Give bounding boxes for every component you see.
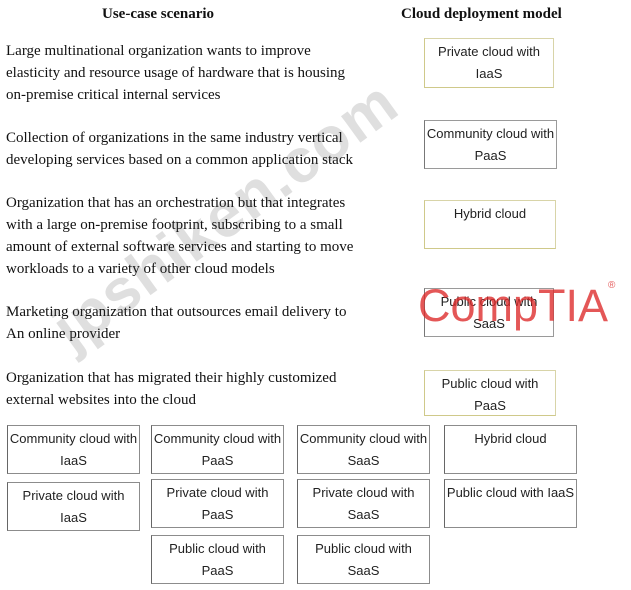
scenario-text-2: Collection of organizations in the same … (6, 130, 353, 168)
scenario-text-5: Organization that has migrated their hig… (6, 370, 337, 408)
option-tile[interactable]: Private cloud with IaaS (7, 482, 140, 531)
option-tile-label: Public cloud with IaaS (446, 485, 575, 500)
option-tile[interactable]: Community cloud with IaaS (7, 425, 140, 474)
scenario-column-header: Use-case scenario (102, 6, 215, 22)
option-tile[interactable]: Public cloud with PaaS (151, 535, 284, 584)
answer-slot-3[interactable]: Hybrid cloud (424, 200, 556, 249)
answer-slot-5[interactable]: Public cloud with PaaS (424, 370, 556, 416)
answer-slot-4[interactable]: Public cloud with SaaS (424, 288, 554, 337)
option-tile[interactable]: Private cloud with PaaS (151, 479, 284, 528)
answer-slot-label: Community cloud with PaaS (426, 126, 555, 163)
option-tile[interactable]: Public cloud with SaaS (297, 535, 430, 584)
option-tile-label: Community cloud with PaaS (153, 431, 282, 468)
option-tile[interactable]: Community cloud with SaaS (297, 425, 430, 474)
option-tile[interactable]: Public cloud with IaaS (444, 479, 577, 528)
scenario-text-3: Organization that has an orchestration b… (6, 195, 354, 277)
answer-slot-1[interactable]: Private cloud with IaaS (424, 38, 554, 88)
answer-slot-label: Private cloud with IaaS (438, 44, 540, 81)
option-tile-label: Hybrid cloud (474, 431, 547, 446)
option-tile[interactable]: Private cloud with SaaS (297, 479, 430, 528)
deployment-model-column-header: Cloud deployment model (401, 6, 562, 22)
answer-slot-2[interactable]: Community cloud with PaaS (424, 120, 557, 169)
option-tile-label: Community cloud with IaaS (9, 431, 138, 468)
option-tile-label: Private cloud with IaaS (22, 488, 125, 525)
option-tile-label: Public cloud with PaaS (169, 541, 266, 578)
registered-mark: ® (608, 280, 616, 291)
scenario-text-1: Large multinational organization wants t… (6, 43, 346, 103)
option-tile[interactable]: Hybrid cloud (444, 425, 577, 474)
answer-slot-label: Hybrid cloud (453, 206, 527, 221)
option-tile-label: Public cloud with SaaS (315, 541, 412, 578)
option-tile-label: Community cloud with SaaS (299, 431, 428, 468)
option-tile-label: Private cloud with SaaS (312, 485, 415, 522)
answer-slot-label: Public cloud with SaaS (440, 294, 538, 331)
answer-slot-label: Public cloud with PaaS (441, 376, 539, 413)
option-tile[interactable]: Community cloud with PaaS (151, 425, 284, 474)
option-tile-label: Private cloud with PaaS (166, 485, 269, 522)
scenario-text-4: Marketing organization that outsources e… (6, 304, 347, 342)
